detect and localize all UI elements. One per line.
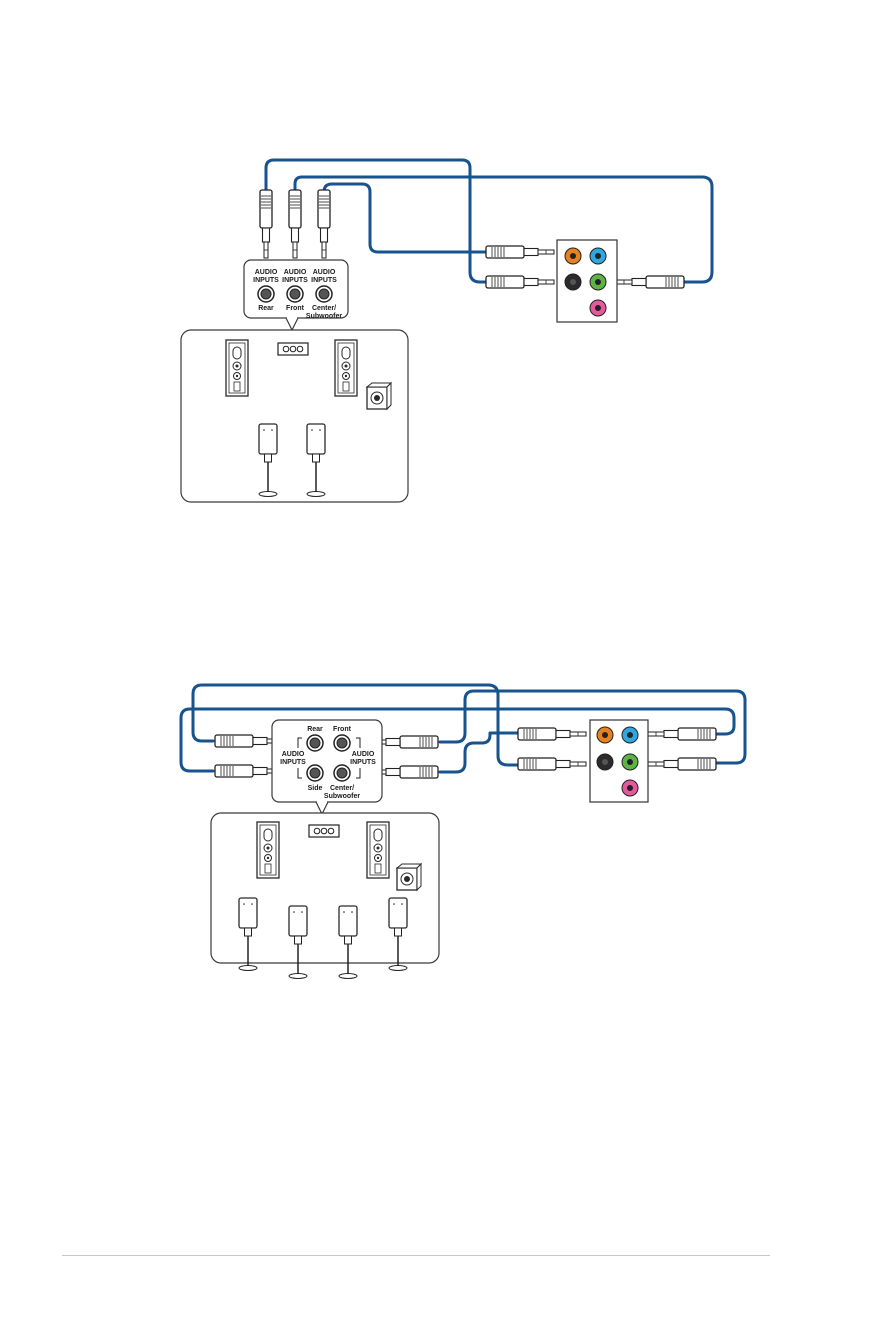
input-label-rear-inputs: INPUTS [253,277,279,284]
plug-pc-green [616,276,684,288]
cable-front [295,177,712,282]
front-left-speaker-icon [226,340,248,396]
plug-pc-green-2 [648,758,716,770]
jack-label-front-2: Front [333,726,352,733]
jack-label-subwoofer-2: Subwoofer [324,793,360,800]
input-jack-center-2 [334,765,350,781]
input-label-front-inputs: INPUTS [282,277,308,284]
pc-audio-ports-2 [590,720,648,802]
plug-pc-orange-2 [518,728,586,740]
plug-center [318,190,330,258]
input-label-center-inputs: INPUTS [311,277,337,284]
plug-rear [260,190,272,258]
input-jack-side-2 [307,765,323,781]
front-left-speaker-icon-2 [257,822,279,878]
group-label-left-inputs: INPUTS [280,759,306,766]
footer-divider [62,1255,770,1256]
group-label-right-audio: AUDIO [352,751,375,758]
front-right-speaker-icon-2 [367,822,389,878]
group-label-right-inputs: INPUTS [350,759,376,766]
group-label-left-audio: AUDIO [282,751,305,758]
jack-label-front: Front [286,305,305,312]
diagram-5-1-channel: AUDIO INPUTS AUDIO INPUTS AUDIO INPUTS R… [181,160,712,502]
speaker-setup-box [181,330,408,502]
subwoofer-icon [367,383,391,409]
input-jack-center [316,286,332,302]
jack-label-center: Center/ [312,305,336,312]
amplifier-icon [278,343,308,355]
plug-pc-black [486,276,554,288]
jack-label-subwoofer: Subwoofer [306,313,342,320]
input-label-rear-audio: AUDIO [255,269,278,276]
plug-pc-black-2 [518,758,586,770]
plug-front [289,190,301,258]
front-right-speaker-icon [335,340,357,396]
input-jack-front [287,286,303,302]
jack-label-side-2: Side [308,785,323,792]
pc-audio-ports [557,240,617,322]
input-jack-front-2 [334,735,350,751]
input-jack-rear-2 [307,735,323,751]
input-label-front-audio: AUDIO [284,269,307,276]
jack-label-rear-2: Rear [307,726,323,733]
input-jack-rear [258,286,274,302]
jack-label-center-2: Center/ [330,785,354,792]
plug-pc-blue-2 [648,728,716,740]
subwoofer-icon-2 [397,864,421,890]
diagram-7-1-channel: Rear Front Side Center/ Subwoofer AUDIO … [181,685,745,979]
amplifier-icon-2 [309,825,339,837]
cable-center [324,184,488,252]
input-label-center-audio: AUDIO [313,269,336,276]
plug-pc-orange [486,246,554,258]
jack-label-rear: Rear [258,305,274,312]
